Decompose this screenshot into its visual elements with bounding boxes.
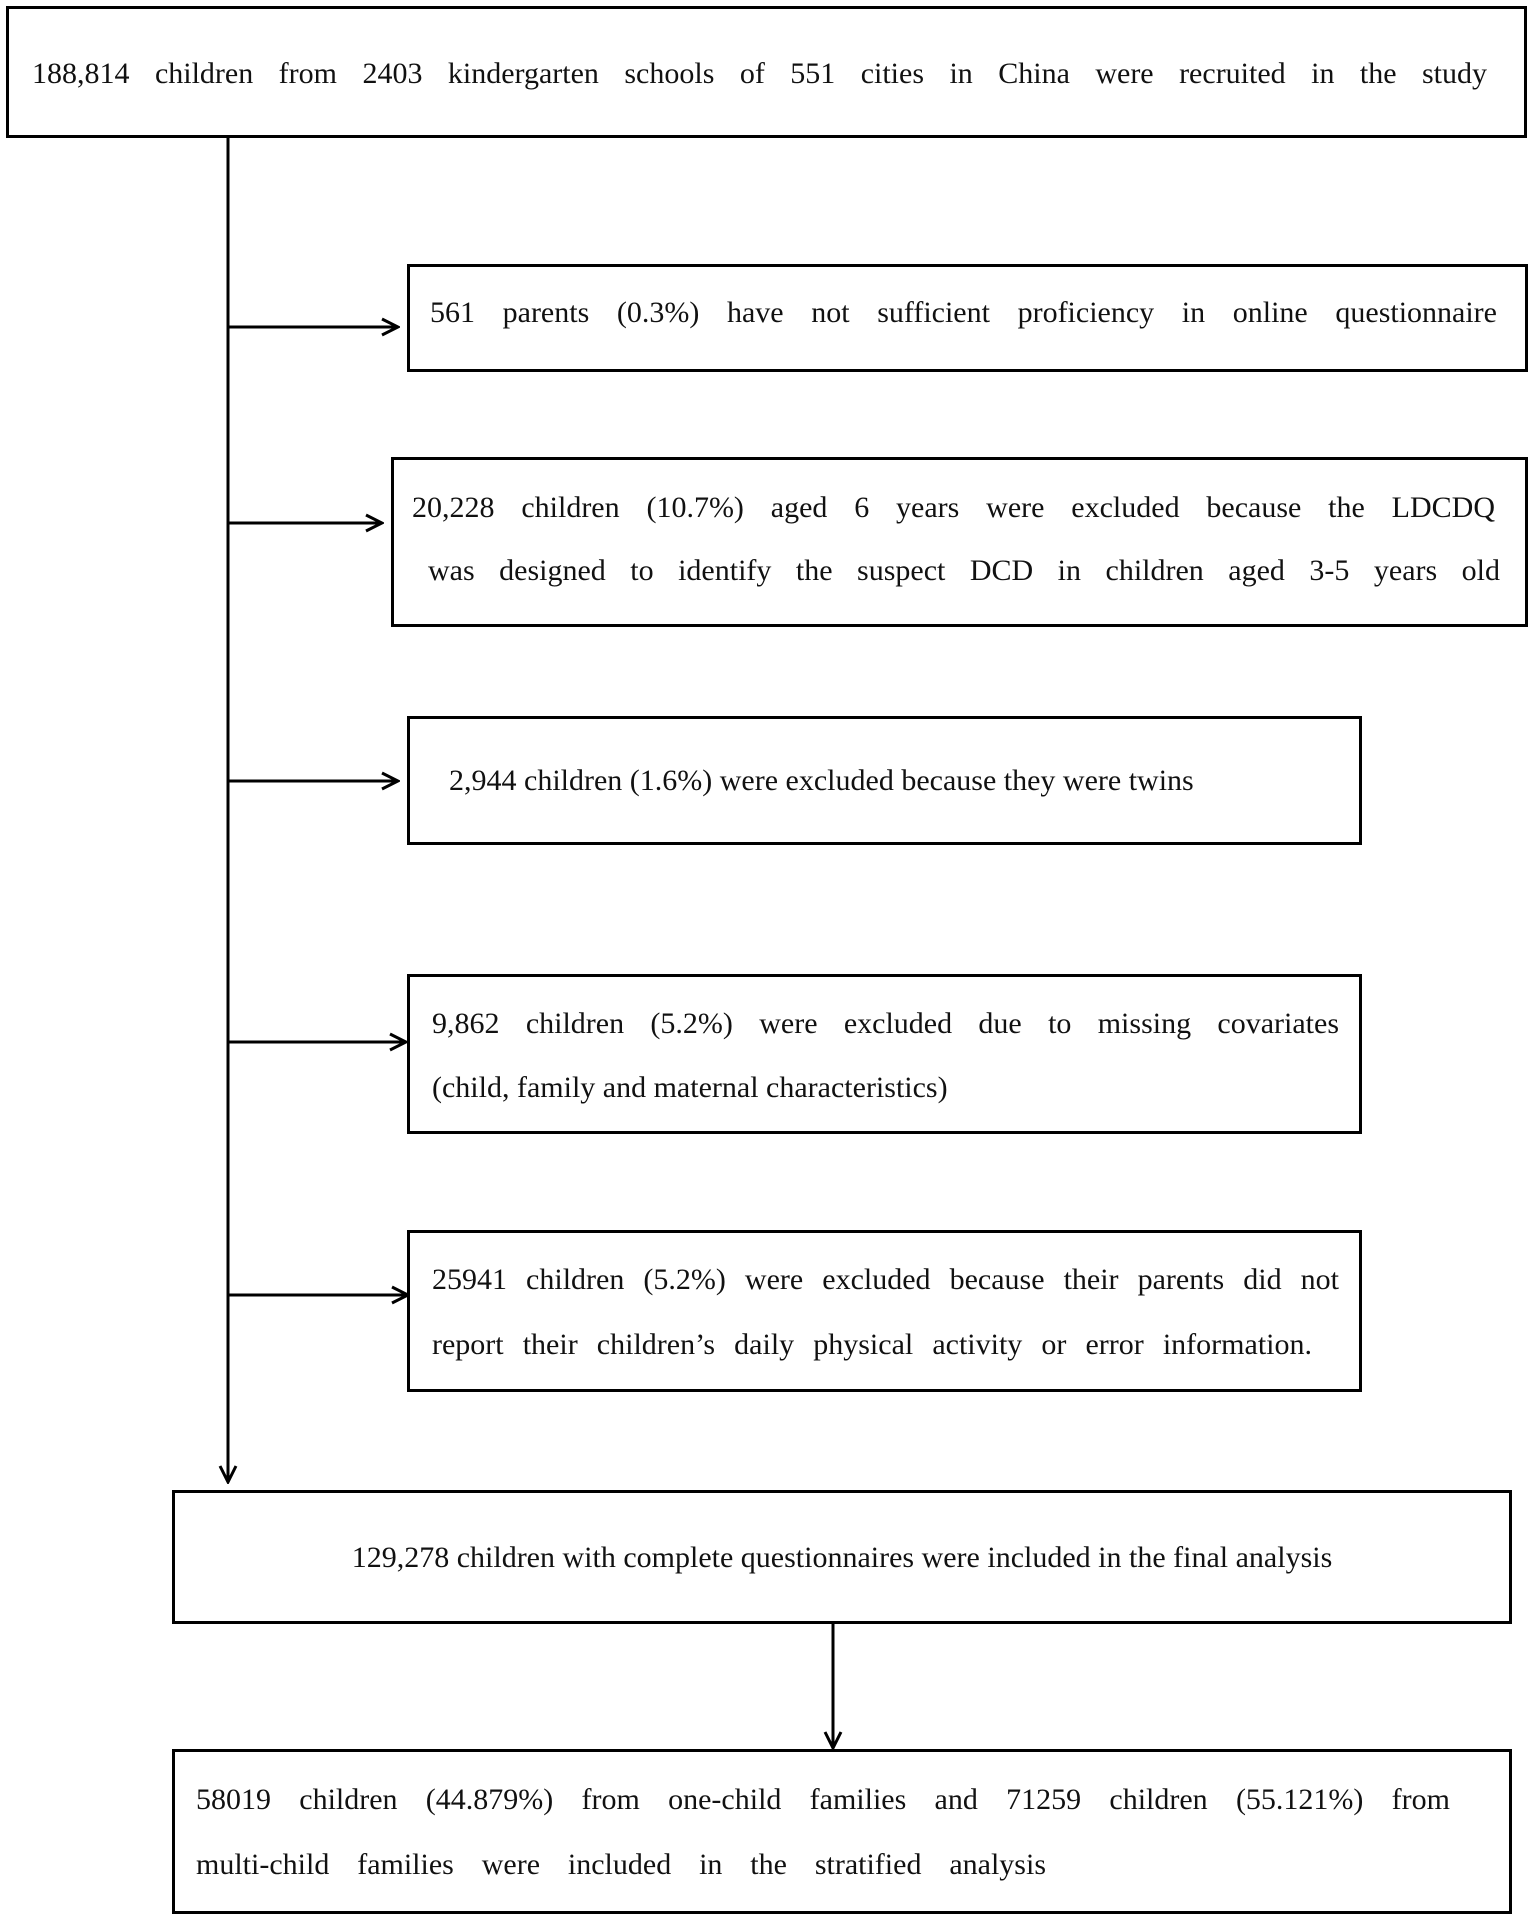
stratified-box	[172, 1749, 1512, 1914]
recruited-box	[6, 6, 1527, 138]
recruited-text: 188,814 children from 2403 kindergarten …	[32, 57, 1487, 90]
stratified-text-line1: 58019 children (44.879%) from one-child …	[196, 1783, 1450, 1816]
covariates-exclusion-text-line2: (child, family and maternal characterist…	[432, 1071, 948, 1104]
covariates-exclusion-box	[407, 974, 1362, 1134]
activity-exclusion-box	[407, 1230, 1362, 1392]
covariates-exclusion-text-line1: 9,862 children (5.2%) were excluded due …	[432, 1007, 1339, 1040]
proficiency-exclusion-text: 561 parents (0.3%) have not sufficient p…	[430, 296, 1497, 329]
final-analysis-box	[172, 1490, 1512, 1624]
activity-exclusion-text-line1: 25941 children (5.2%) were excluded beca…	[432, 1263, 1339, 1296]
age-exclusion-text-line1: 20,228 children (10.7%) aged 6 years wer…	[412, 491, 1495, 524]
twins-exclusion-text: 2,944 children (1.6%) were excluded beca…	[449, 764, 1194, 797]
twins-exclusion-box	[407, 716, 1362, 845]
final-analysis-text: 129,278 children with complete questionn…	[351, 1541, 1333, 1574]
activity-exclusion-text-line2: report their children’s daily physical a…	[432, 1328, 1312, 1361]
age-exclusion-text-line2: was designed to identify the suspect DCD…	[428, 554, 1500, 587]
proficiency-exclusion-box	[407, 264, 1528, 372]
stratified-text-line2: multi-child families were included in th…	[196, 1848, 1046, 1881]
age-exclusion-box	[391, 457, 1528, 627]
